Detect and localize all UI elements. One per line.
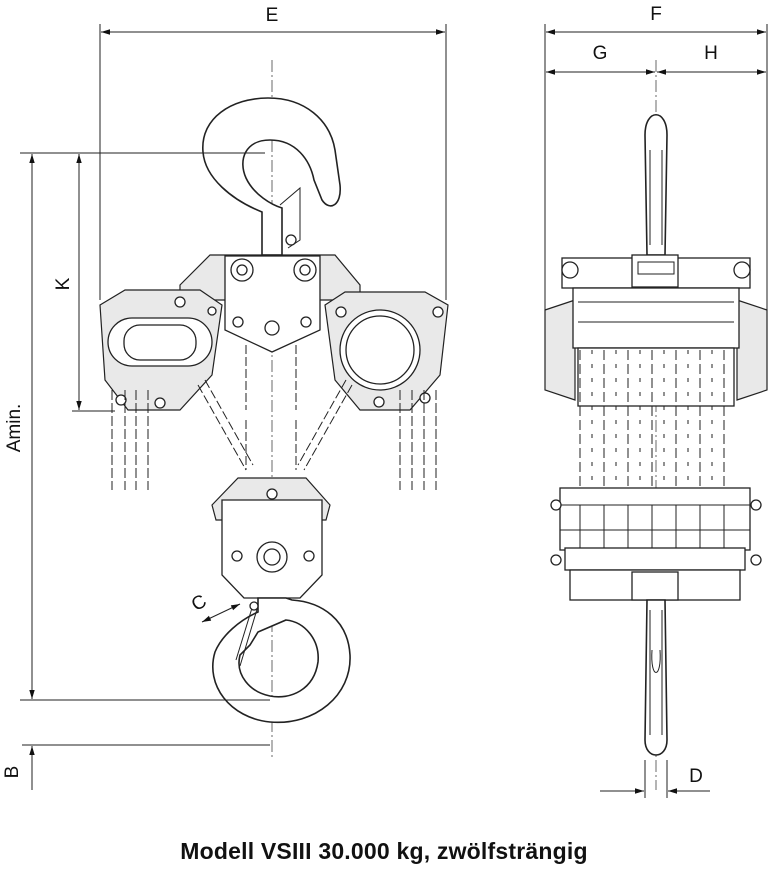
left-gear-case bbox=[99, 289, 223, 411]
dimension-B-label: B bbox=[2, 766, 23, 779]
dimension-Amin-label: Amin. bbox=[4, 404, 25, 453]
top-hook bbox=[202, 97, 341, 256]
front-view bbox=[99, 60, 449, 760]
dimension-K-label: K bbox=[53, 277, 74, 290]
dimension-G-label: G bbox=[593, 43, 608, 64]
side-top-hook bbox=[644, 114, 668, 256]
bottom-block bbox=[211, 477, 331, 599]
bottom-hook bbox=[212, 597, 351, 724]
dimension-C-line bbox=[201, 603, 241, 623]
figure-caption: Modell VSIII 30.000 kg, zwölfsträngig bbox=[180, 838, 588, 864]
dimension-E-label: E bbox=[266, 5, 279, 26]
dimension-D-label: D bbox=[689, 766, 703, 787]
side-right-wing bbox=[736, 299, 768, 401]
dimension-C-label: C bbox=[188, 591, 210, 616]
dimension-H-label: H bbox=[704, 43, 718, 64]
dimension-F-label: F bbox=[650, 4, 662, 25]
main-housing bbox=[179, 254, 361, 353]
right-gear-case bbox=[324, 291, 449, 411]
front-chains bbox=[111, 345, 437, 490]
side-left-wing bbox=[544, 299, 576, 401]
side-upper-frame bbox=[561, 254, 751, 407]
side-bottom-hook bbox=[644, 599, 668, 756]
side-lower-frame bbox=[550, 487, 762, 601]
side-view bbox=[544, 60, 768, 790]
